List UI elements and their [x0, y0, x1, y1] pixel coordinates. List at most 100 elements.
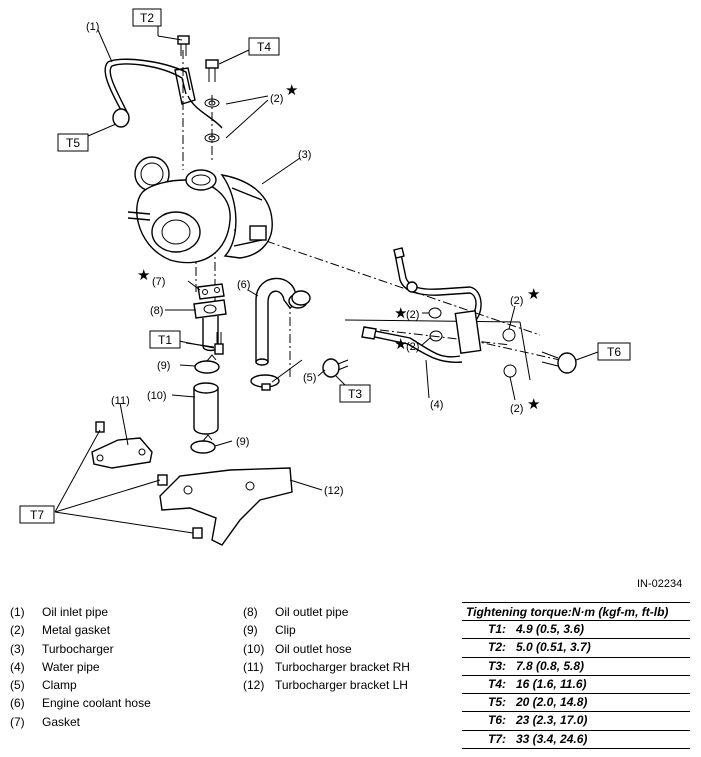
legend-item: (2) Metal gasket	[10, 621, 151, 639]
callout-3: (3)	[298, 149, 311, 161]
callout-numbers: (1) (2) (3) (7) (8) (9) (10) (9) (11) (6…	[86, 21, 523, 497]
legend-number: (3)	[10, 641, 25, 656]
legend-label: Turbocharger	[42, 641, 114, 656]
turbocharger	[127, 156, 273, 264]
callout-1: (1)	[86, 21, 99, 33]
torque-value: 5.0 (0.51, 3.7)	[516, 640, 591, 655]
legend-label: Oil inlet pipe	[42, 605, 109, 619]
callout-4: (4)	[430, 399, 443, 411]
legend-label: Turbocharger bracket LH	[275, 678, 408, 693]
torque-row: T5:20 (2.0, 14.8)	[462, 694, 690, 713]
torque-table-header: Tightening torque:N·m (kgf-m, ft-lb)	[462, 602, 690, 621]
star-icon: ★	[285, 82, 298, 99]
legend-label: Oil outlet pipe	[275, 605, 349, 619]
star-icon: ★	[527, 286, 540, 303]
torque-tag-boxes: T2 T4 T5 T1 T3 T6 T7	[19, 8, 631, 524]
oil-inlet-pipe	[104, 58, 223, 129]
legend-item: (4) Water pipe	[10, 658, 151, 676]
bolt-t6	[541, 351, 577, 374]
star-icon: ★	[137, 267, 150, 284]
callout-11: (11)	[111, 395, 130, 407]
clamp-upper	[291, 290, 311, 306]
torque-row: T1:4.9 (0.5, 3.6)	[462, 621, 690, 640]
torque-tag: T5:	[488, 695, 506, 710]
legend-label: Engine coolant hose	[42, 696, 151, 711]
legend-item: (10)Oil outlet hose	[243, 640, 410, 658]
image-id-label: IN-02234	[637, 578, 683, 590]
tag-t5: T5	[66, 136, 80, 150]
legend-item: (5) Clamp	[10, 676, 151, 694]
callout-10: (10)	[147, 390, 167, 402]
legend-number: (10)	[243, 641, 265, 656]
gasket-7	[197, 283, 225, 300]
legend-item: (11) Turbocharger bracket RH	[243, 658, 410, 676]
star-marks: ★ ★ ★ ★ ★ ★	[137, 82, 540, 413]
water-pipe	[361, 247, 482, 363]
torque-value: 4.9 (0.5, 3.6)	[516, 622, 585, 636]
bolt-t4	[205, 59, 219, 82]
star-icon: ★	[394, 305, 407, 322]
turbocharger-bracket-rh	[91, 421, 153, 469]
metal-gaskets-top	[204, 98, 220, 143]
legend-number: (6)	[10, 696, 25, 711]
tag-t3: T3	[348, 387, 362, 401]
tag-t6: T6	[607, 345, 621, 359]
legend-number: (8)	[243, 605, 258, 619]
torque-value: 33 (3.4, 24.6)	[516, 731, 588, 746]
oil-outlet-pipe	[193, 299, 227, 352]
turbocharger-bracket-lh	[157, 467, 293, 546]
callout-6: (6)	[237, 279, 250, 291]
callout-2-right-lower: (2)	[510, 403, 523, 415]
callout-9-lower: (9)	[236, 436, 249, 448]
clip-lower	[190, 434, 216, 454]
torque-value: 16 (1.6, 11.6)	[516, 676, 587, 691]
callout-2-right-upper: (2)	[510, 295, 523, 307]
torque-tag: T4:	[488, 676, 506, 691]
legend-number: (1)	[10, 605, 25, 619]
bolt-t2	[177, 35, 190, 56]
leader-lines	[54, 22, 599, 534]
legend-label: Gasket	[42, 714, 81, 729]
legend-label: Metal gasket	[42, 623, 111, 638]
legend-left-column: (1) Oil inlet pipe (2) Metal gasket (3) Tur…	[10, 603, 151, 731]
legend-number: (11)	[243, 659, 264, 674]
legend-number: (2)	[10, 623, 25, 638]
callout-12: (12)	[324, 485, 344, 497]
legend-label: Clip	[275, 623, 296, 638]
legend-item: (12)Turbocharger bracket LH	[243, 676, 410, 694]
bolt-t3	[322, 358, 349, 378]
tag-t1: T1	[158, 333, 172, 347]
torque-tag: T2:	[488, 640, 506, 655]
legend-number: (5)	[10, 678, 25, 693]
legend-item: (7)Gasket	[10, 713, 151, 731]
tag-t4: T4	[257, 40, 271, 54]
legend-item: (8) Oil outlet pipe	[243, 603, 410, 621]
oil-outlet-hose	[193, 382, 219, 435]
callout-2-water-lower: (2)	[406, 341, 419, 353]
callout-5: (5)	[303, 372, 316, 384]
legend-label: Water pipe	[42, 659, 100, 674]
legend-label: Clamp	[42, 678, 77, 693]
torque-value: 7.8 (0.8, 5.8)	[516, 658, 585, 673]
legend-number: (9)	[243, 623, 258, 638]
legend-number: (4)	[10, 659, 25, 674]
torque-tag: T3:	[488, 658, 506, 673]
torque-row: T7: 33 (3.4, 24.6)	[462, 731, 690, 750]
star-icon: ★	[527, 396, 540, 413]
torque-row: T4: 16 (1.6, 11.6)	[462, 676, 690, 695]
torque-tag: T6:	[488, 713, 506, 728]
star-icon: ★	[394, 336, 407, 353]
legend-label: Turbocharger bracket RH	[275, 659, 410, 674]
torque-row: T3: 7.8 (0.8, 5.8)	[462, 658, 690, 676]
legend-item: (6) Engine coolant hose	[10, 694, 151, 712]
tag-t7: T7	[30, 508, 44, 522]
callout-2-top: (2)	[270, 93, 283, 105]
tag-t2: T2	[140, 11, 154, 25]
torque-value: 23 (2.3, 17.0)	[516, 713, 588, 728]
legend-item: (1) Oil inlet pipe	[10, 603, 151, 621]
torque-tag: T7:	[488, 731, 506, 746]
torque-row: T2: 5.0 (0.51, 3.7)	[462, 639, 690, 658]
legend-item: (9) Clip	[243, 621, 410, 639]
callout-8: (8)	[150, 305, 163, 317]
bolt-t1	[214, 332, 224, 355]
